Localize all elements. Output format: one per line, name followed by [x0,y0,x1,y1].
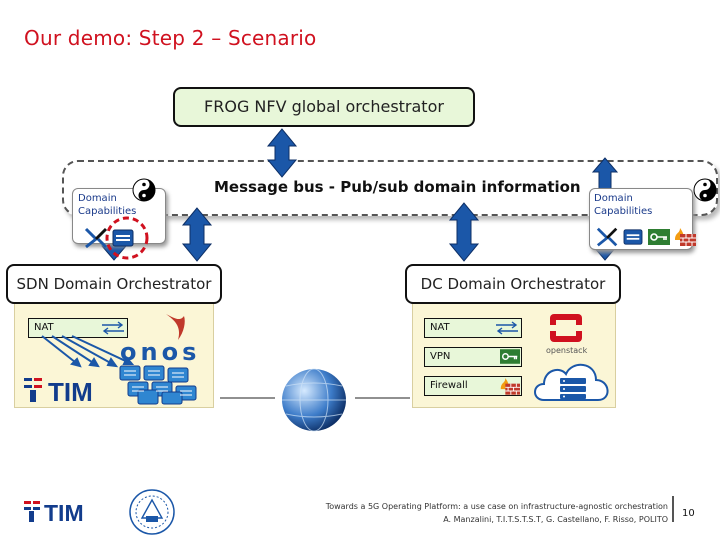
function-arrows-icon [496,321,518,335]
arrow-bus-dc [448,202,480,262]
dc-nat-function: NAT [424,318,522,338]
slide-title: Our demo: Step 2 – Scenario [24,26,317,50]
global-orchestrator-box: FROG NFV global orchestrator [173,87,475,127]
yin-yang-icon [132,178,156,202]
firewall-icon [675,228,696,246]
onos-logo: onos [120,338,201,366]
server-icon [112,229,134,247]
page-number: 10 [682,508,695,519]
vpn-key-icon [648,229,670,245]
tim-logo: TIM [24,377,93,404]
server-icon [623,229,643,245]
function-arrows-icon [102,321,124,335]
university-seal-icon [129,489,175,535]
capabilities-label-right: Domain Capabilities [594,192,652,218]
router-icon [84,227,108,249]
capabilities-right-line2: Capabilities [594,206,653,217]
footer-tim-logo: TIM [24,500,84,524]
openstack-label: openstack [546,346,588,355]
dc-firewall-function: Firewall [424,376,522,396]
sdn-flow-arrows [41,335,135,368]
svg-text:TIM: TIM [44,500,84,524]
yin-yang-icon [693,178,717,202]
vpn-key-icon [500,349,520,364]
message-bus-label: Message bus - Pub/sub domain information [214,178,581,196]
svg-text:TIM: TIM [48,377,93,404]
dc-vpn-label: VPN [430,351,451,362]
highlight-circle [105,216,149,260]
capabilities-left-line2: Capabilities [78,206,137,217]
footer-text: Towards a 5G Operating Platform: a use c… [326,500,668,526]
capabilities-right-line1: Domain [594,193,633,204]
sdn-orchestrator-box: SDN Domain Orchestrator [6,264,222,304]
footer-line2: A. Manzalini, T.I.T.S.T.S.T, G. Castella… [443,515,668,524]
globe-icon [282,368,346,432]
router-icon [596,227,618,247]
arrow-frog-bus [266,128,298,178]
dc-nat-label: NAT [430,322,450,333]
footer-line1: Towards a 5G Operating Platform: a use c… [325,502,668,511]
dc-firewall-label: Firewall [430,380,468,391]
dc-orchestrator-box: DC Domain Orchestrator [405,264,621,304]
switch-cluster-icon [119,365,197,405]
sdn-nat-function: NAT [28,318,128,338]
onos-bird-icon [166,314,185,340]
cloud-server-icon [534,364,609,401]
capabilities-label-left: Domain Capabilities [78,192,136,218]
capabilities-left-line1: Domain [78,193,117,204]
openstack-icon [550,314,582,342]
dc-vpn-function: VPN [424,347,522,367]
firewall-icon [500,378,520,395]
sdn-nat-label: NAT [34,322,54,333]
footer-divider [672,496,674,522]
arrow-bus-sdn [181,207,213,262]
